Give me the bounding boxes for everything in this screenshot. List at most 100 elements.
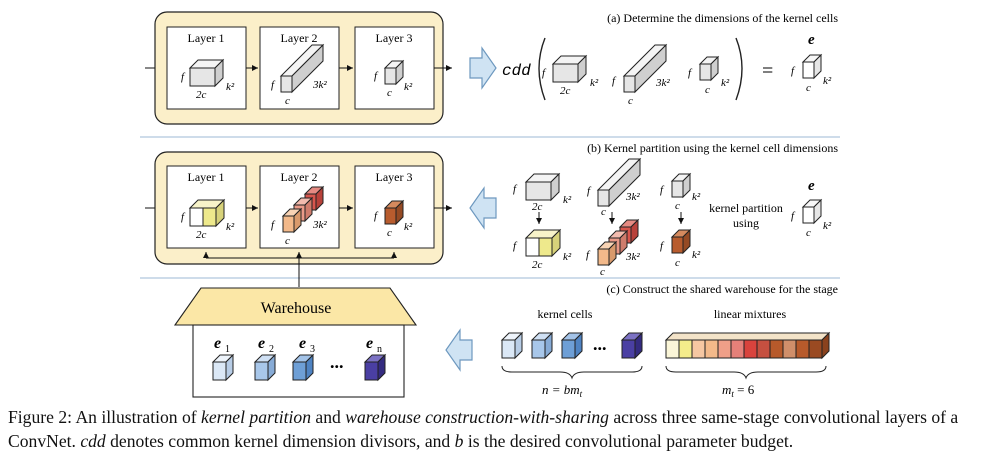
dim-label: f <box>660 184 665 196</box>
kernel-cells-label: kernel cells <box>538 307 593 321</box>
kernel-cube <box>383 59 405 86</box>
kernel-partition-using: using <box>733 216 759 230</box>
cdd-label: cdd <box>502 62 531 80</box>
kernel-cube <box>551 54 588 84</box>
kernel-cube <box>801 198 823 225</box>
dim-label: 3k² <box>312 79 327 91</box>
dim-label: 2c <box>196 229 207 241</box>
brace-mt <box>665 365 827 380</box>
dim-label: k² <box>226 221 235 233</box>
dim-label: k² <box>563 194 572 206</box>
dim-label: k² <box>404 81 413 93</box>
partitioned-cube <box>281 185 325 234</box>
dim-label: k² <box>226 81 235 93</box>
dim-label: c <box>705 84 710 96</box>
caption-text: denotes common kernel dimension divisors… <box>105 431 455 451</box>
partitioned-cube <box>596 218 640 267</box>
dim-label: 3k² <box>625 191 640 203</box>
dim-label: f <box>542 67 547 79</box>
dim-label: f <box>181 211 186 223</box>
kernel-cell-cube <box>500 331 524 360</box>
dim-label: k² <box>590 77 599 89</box>
warehouse-cell: e 1 <box>211 335 235 382</box>
flow-arrow-left <box>469 186 497 230</box>
kernel-cell-cube <box>560 331 584 360</box>
flow-arrow-right <box>469 46 497 90</box>
warehouse-ellipsis: ... <box>330 352 344 372</box>
dim-label: f <box>791 210 796 222</box>
partitioned-cube <box>188 198 226 228</box>
warehouse-cell-sub: 3 <box>310 344 315 355</box>
caption-text: Figure 2: An illustration of <box>8 407 202 427</box>
warehouse-title: Warehouse <box>261 300 332 317</box>
dim-label: 3k² <box>655 77 670 89</box>
linear-mixture-cubes <box>664 331 831 360</box>
dim-label: k² <box>692 191 701 203</box>
dim-label: f <box>688 67 693 79</box>
dim-label: c <box>675 200 680 212</box>
layer-label: Layer 1 <box>188 170 225 184</box>
paren-left <box>538 37 546 101</box>
layer-box <box>166 26 247 110</box>
flow-arrow-left <box>445 328 473 372</box>
kernel-cube <box>596 157 642 208</box>
dim-label: c <box>285 235 290 247</box>
n-formula: n = bmt <box>542 382 583 399</box>
panel-b: Layer 1 Layer 2 Layer 3 f 2c k² f <box>145 151 832 287</box>
dim-label: 2c <box>560 85 571 97</box>
kernel-cube <box>279 43 325 94</box>
caption-italic: b <box>454 431 464 451</box>
caption-text: and <box>311 407 346 427</box>
kernel-cell-cube <box>530 331 554 360</box>
layer-label: Layer 3 <box>376 31 413 45</box>
kernel-cube <box>698 55 720 82</box>
dim-label: k² <box>563 251 572 263</box>
kernel-cells-ellipsis: ... <box>593 334 607 354</box>
panel-a: Layer 1 Layer 2 Layer 3 f 2c k² f c 3k² <box>145 11 832 125</box>
dim-label: f <box>271 79 276 91</box>
dim-label: f <box>513 240 518 252</box>
panel-a-title: (a) Determine the dimensions of the kern… <box>607 11 838 25</box>
partitioned-cube <box>524 228 562 258</box>
dim-label: c <box>806 82 811 94</box>
caption-italic: cdd <box>80 431 106 451</box>
warehouse-cell-sub: n <box>377 344 382 355</box>
kernel-cube <box>622 43 668 94</box>
layer-label: Layer 2 <box>281 170 318 184</box>
kernel-cube <box>188 58 225 88</box>
dim-label: k² <box>404 221 413 233</box>
partitioned-cube <box>383 199 405 226</box>
linear-mixtures-label: linear mixtures <box>714 307 787 321</box>
kernel-cube <box>524 172 561 202</box>
dim-label: c <box>285 95 290 107</box>
caption-italic: kernel partition <box>201 407 311 427</box>
panel-b-title: (b) Kernel partition using the kernel ce… <box>587 141 838 155</box>
dim-label: k² <box>721 77 730 89</box>
dim-label: c <box>600 266 605 278</box>
dim-label: f <box>181 71 186 83</box>
dim-label: c <box>387 87 392 99</box>
caption-italic: warehouse construction-with-sharing <box>345 407 609 427</box>
layer-label: Layer 2 <box>281 31 318 45</box>
kernel-partition-label: kernel partition <box>709 201 783 215</box>
dim-label: k² <box>692 249 701 261</box>
warehouse-cell-sub: 1 <box>225 344 230 355</box>
warehouse-cell: e 2 <box>253 335 277 382</box>
dim-label: f <box>791 65 796 77</box>
warehouse-cell-label: e <box>366 335 373 352</box>
kernel-cube <box>670 172 692 199</box>
layer-label: Layer 3 <box>376 170 413 184</box>
brace-n <box>501 365 643 380</box>
e-label: e <box>808 178 815 194</box>
dim-label: f <box>374 70 379 82</box>
dim-label: f <box>612 75 617 87</box>
caption-text: across three same-stage convolutional la… <box>8 407 959 451</box>
equals-sign: = <box>762 60 773 82</box>
mt-formula: mt = 6 <box>722 382 755 399</box>
figure-caption: Figure 2: An illustration of kernel part… <box>8 405 980 453</box>
dim-label: f <box>587 185 592 197</box>
warehouse-cell-label: e <box>258 335 265 352</box>
warehouse-cell: e 3 <box>291 335 315 382</box>
panel-c: Warehouse e 1 e 2 e 3 ... e n <box>173 287 831 399</box>
paren-right <box>735 37 743 101</box>
